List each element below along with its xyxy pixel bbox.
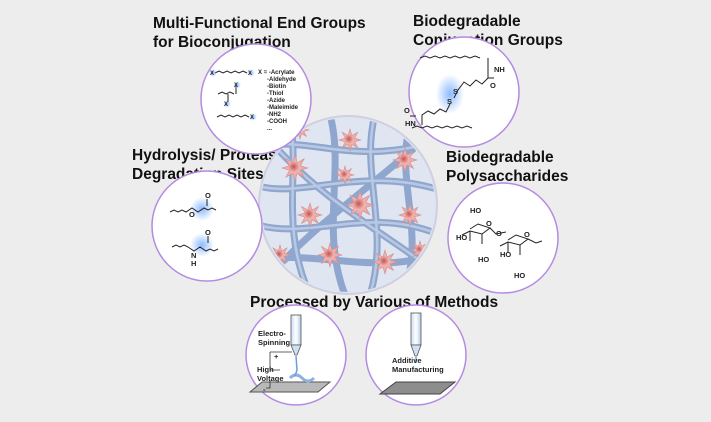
ho-label: HO — [470, 206, 481, 215]
sulfur-2-label: S — [447, 97, 452, 106]
ho-label: HO — [514, 271, 525, 280]
cell — [280, 153, 310, 183]
end-group-option: -Biotin — [267, 84, 286, 90]
sulfur-1-label: S — [453, 87, 458, 96]
ring-oxygen-label: O — [496, 229, 502, 238]
cell — [316, 241, 344, 269]
end-group-option: -NH2 — [267, 112, 282, 118]
x-symbol: X — [210, 71, 214, 77]
hn-bottom-label: HN — [405, 119, 416, 128]
amide-h-label: H — [191, 259, 196, 268]
x-symbol: X — [250, 115, 254, 121]
o-top-label: O — [490, 81, 496, 90]
x-markers: X X X X X — [209, 69, 257, 121]
ring-oxygen-label: O — [486, 219, 492, 228]
end-group-option: -COOH — [267, 119, 287, 125]
ho-label: HO — [478, 255, 489, 264]
x-definition: X = -Acrylate — [258, 70, 295, 76]
cell — [334, 164, 356, 186]
electrospinning-label: Electro-Spinning — [258, 329, 290, 347]
cell — [391, 146, 419, 174]
cells-group — [268, 119, 431, 276]
minus-label: - — [263, 385, 266, 394]
x-symbol: X — [234, 83, 238, 89]
panel-biodegradable-conjugation: NH O S S O HN — [404, 36, 520, 148]
end-group-options: -Aldehyde-Biotin-Thiol-Azide-Maleimide-N… — [267, 77, 299, 132]
ester-o-label: O — [189, 210, 195, 219]
x-symbol: X — [248, 71, 252, 77]
end-group-option: -Aldehyde — [267, 77, 297, 83]
ester-carbonyl-label: O — [205, 191, 211, 200]
amide-n-label: N — [191, 251, 196, 260]
panel-hydrolysis: O O O N H — [151, 170, 263, 282]
end-group-option: -Maleimide — [267, 105, 299, 111]
ring-oxygen-label: O — [524, 230, 530, 239]
end-group-option: -Thiol — [267, 91, 284, 97]
title-end-groups: Multi-Functional End Groups for Bioconju… — [153, 15, 366, 51]
ho-label: HO — [456, 233, 467, 242]
o-bottom-label: O — [404, 106, 410, 115]
cell — [397, 202, 423, 228]
cell — [296, 201, 324, 229]
nh-top-label: NH — [494, 65, 505, 74]
end-group-option: ... — [267, 126, 272, 132]
cell — [337, 127, 363, 153]
x-symbol: X — [224, 102, 228, 108]
ho-label: HO — [500, 250, 511, 259]
end-group-option: -Azide — [267, 98, 286, 104]
plus-label: + — [274, 352, 279, 361]
cell — [371, 248, 399, 276]
cell — [344, 189, 376, 221]
panel-end-groups: X X X X X X = -Acrylate -Aldehyde-Biotin… — [200, 43, 312, 155]
title-polysaccharides: Biodegradable Polysaccharides — [446, 149, 569, 185]
amide-o-label: O — [205, 228, 211, 237]
